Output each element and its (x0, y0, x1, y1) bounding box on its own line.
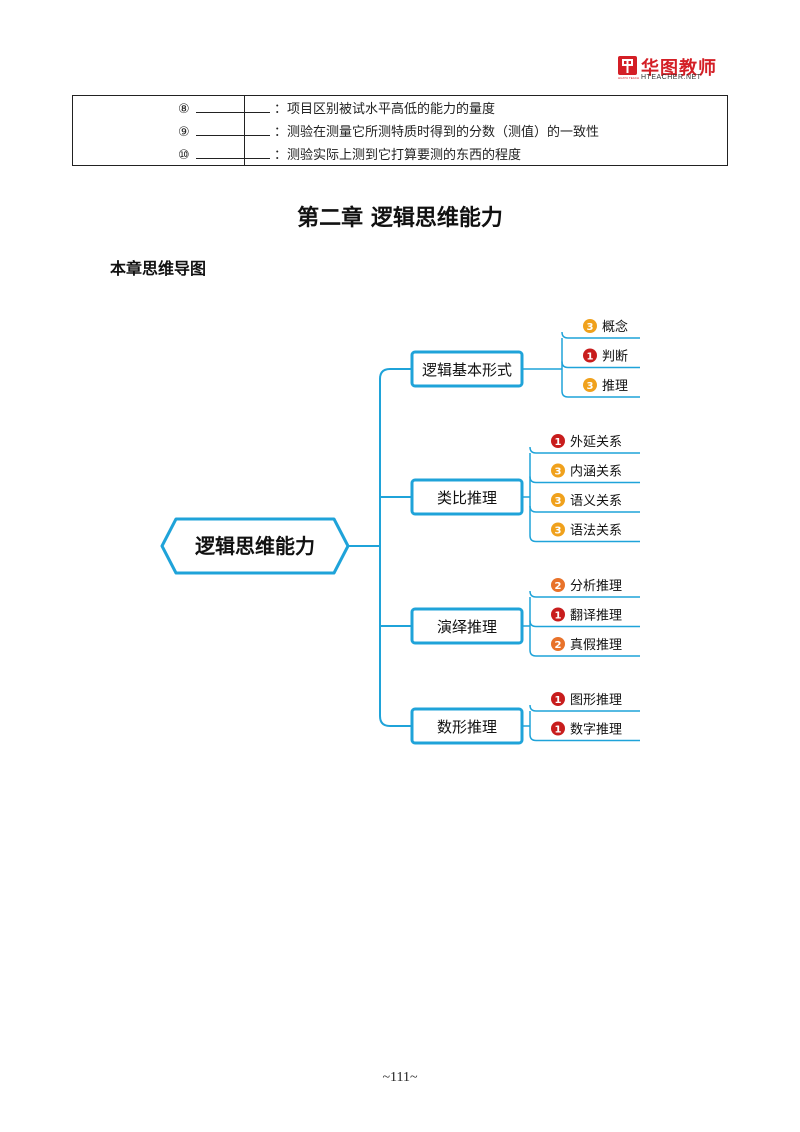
branch-label: 演绎推理 (437, 618, 497, 636)
leaf-underline (529, 476, 640, 484)
priority-badge-icon (551, 637, 565, 651)
priority-badge-icon (551, 578, 565, 592)
priority-badge-number: 2 (555, 640, 562, 651)
leaf-underline (529, 649, 640, 657)
priority-badge-number: 3 (587, 322, 594, 333)
row-text: ：测验实际上测到它打算要测的东西的程度 (274, 148, 522, 163)
table-row: ⑧ ：项目区别被试水平高低的能力的量度 (178, 98, 495, 117)
priority-badge-icon (551, 463, 565, 478)
leaf-underline (529, 590, 640, 598)
priority-badge-number: 1 (555, 725, 562, 736)
priority-badge-icon (551, 607, 565, 622)
brand-logo: 华图教师 HTEACHER.NET HUATU TEACH (618, 54, 730, 82)
answer-blank (196, 123, 270, 136)
leaf-underline (561, 331, 640, 339)
priority-badge-number: 3 (555, 467, 562, 478)
leaf-label: 数字推理 (570, 723, 622, 738)
logo-chinese-text: 华图教师 (641, 58, 717, 79)
priority-badge-number: 1 (555, 437, 562, 448)
leaf-label: 分析推理 (570, 579, 622, 594)
leaf-underline (529, 620, 640, 628)
branch-connector (379, 368, 412, 380)
table-row: ⑩ ：测验实际上测到它打算要测的东西的程度 (178, 144, 521, 163)
answer-blank (196, 100, 270, 113)
priority-badge-number: 2 (555, 581, 562, 592)
row-text: ：测验在测量它所测特质时得到的分数（测值）的一致性 (274, 125, 600, 140)
leaf-label: 外延关系 (570, 435, 622, 450)
row-number: ⑧ (178, 102, 190, 117)
page-number: ~111~ (382, 1070, 418, 1085)
leaf-underline (529, 734, 640, 742)
logo-sub-text: HUATU TEACH (618, 76, 640, 80)
section-title: 本章思维导图 (110, 259, 207, 278)
leaf-underline (529, 446, 640, 454)
leaf-label: 概念 (602, 319, 628, 335)
priority-badge-icon (583, 378, 597, 392)
question-table (72, 95, 728, 166)
priority-badge-icon (551, 692, 565, 706)
root-label: 逻辑思维能力 (195, 534, 315, 558)
table-divider (244, 96, 245, 165)
leaf-label: 语法关系 (570, 524, 622, 539)
leaf-underline (529, 704, 640, 712)
priority-badge-number: 3 (555, 496, 562, 507)
leaf-label: 图形推理 (570, 693, 622, 708)
answer-blank (196, 146, 270, 159)
leaf-underline (529, 535, 640, 543)
priority-badge-number: 1 (555, 695, 562, 706)
priority-badge-icon (551, 721, 565, 736)
priority-badge-icon (551, 522, 565, 537)
branch-label: 数形推理 (437, 718, 497, 736)
leaf-label: 内涵关系 (570, 464, 622, 480)
leaf-underline (561, 361, 640, 369)
leaf-label: 语义关系 (570, 494, 622, 509)
chapter-title: 第二章 逻辑思维能力 (297, 205, 503, 231)
leaf-label: 真假推理 (570, 638, 622, 653)
table-row: ⑨ ：测验在测量它所测特质时得到的分数（测值）的一致性 (178, 121, 599, 140)
priority-badge-number: 1 (587, 352, 594, 363)
branch-label: 类比推理 (437, 489, 497, 507)
branch-label: 逻辑基本形式 (422, 361, 512, 379)
priority-badge-icon (551, 434, 565, 448)
priority-badge-icon (583, 319, 597, 333)
leaf-label: 翻译推理 (570, 609, 622, 624)
row-number: ⑨ (178, 125, 190, 140)
branch-connector (379, 715, 412, 727)
priority-badge-number: 3 (555, 526, 562, 537)
logo-mark-icon (618, 56, 637, 75)
leaf-underline (561, 390, 640, 398)
row-number: ⑩ (178, 148, 190, 163)
priority-badge-number: 1 (555, 611, 562, 622)
row-text: ：项目区别被试水平高低的能力的量度 (274, 102, 496, 117)
priority-badge-icon (583, 348, 597, 363)
priority-badge-number: 3 (587, 381, 594, 392)
leaf-underline (529, 505, 640, 513)
priority-badge-icon (551, 493, 565, 507)
leaf-label: 判断 (602, 350, 628, 365)
leaf-label: 推理 (602, 379, 628, 394)
logo-english-text: HTEACHER.NET (641, 74, 702, 81)
